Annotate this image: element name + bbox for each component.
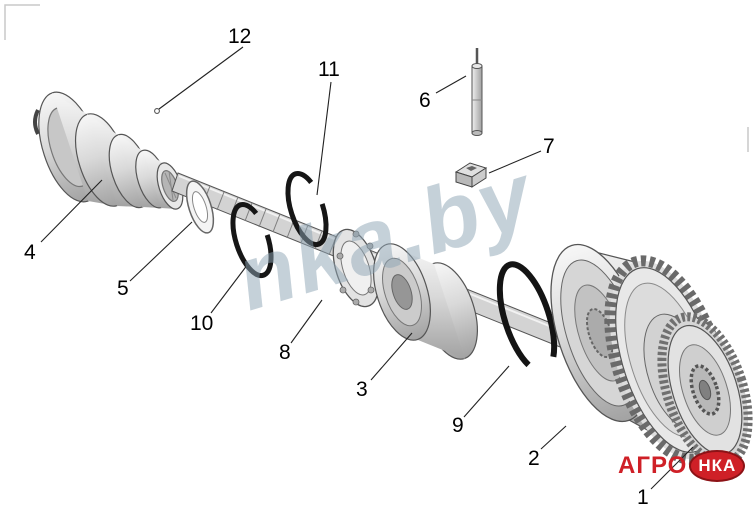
- leader-9: [463, 365, 510, 418]
- shaft-splines: [202, 185, 337, 256]
- part-label-1: 1: [637, 486, 649, 509]
- key-side-face: [471, 167, 487, 188]
- part-label-3: 3: [356, 378, 368, 401]
- part-label-9: 9: [452, 414, 464, 437]
- part-label-5: 5: [117, 277, 129, 300]
- part-7-key: [454, 162, 488, 188]
- leader-2: [540, 425, 567, 450]
- part-label-10: 10: [190, 312, 214, 335]
- part-5-washer: [185, 180, 215, 234]
- leader-12-target-dot: [154, 108, 160, 114]
- part-6-pin: [471, 48, 483, 136]
- part-4-coupling: [33, 91, 184, 210]
- leader-7: [488, 150, 542, 174]
- leader-4: [40, 179, 103, 243]
- part-label-4: 4: [24, 241, 36, 264]
- leader-11: [316, 81, 332, 196]
- washer-bore: [191, 191, 209, 223]
- leader-8: [290, 299, 323, 344]
- part-label-11: 11: [318, 58, 340, 81]
- leader-3: [370, 332, 413, 381]
- frame-corner-mark: [4, 4, 40, 40]
- sleeve-bore: [391, 274, 413, 310]
- part-label-7: 7: [543, 135, 555, 158]
- part-label-2: 2: [528, 447, 540, 470]
- part-11-snap-ring: [285, 170, 329, 248]
- key-slot: [466, 166, 477, 171]
- leader-lines: [40, 46, 694, 490]
- leader-10: [210, 263, 249, 314]
- leader-6: [435, 75, 467, 94]
- part-9-snap-ring: [496, 261, 558, 375]
- logo-oval-nka: НКА: [689, 450, 746, 482]
- part-3-sleeve: [373, 243, 478, 360]
- brand-logo: АГРО НКА: [618, 450, 746, 482]
- bearing-balls: [336, 230, 375, 306]
- leader-12: [158, 46, 244, 110]
- logo-text-agro: АГРО: [618, 452, 688, 479]
- leader-5: [129, 221, 193, 282]
- part-label-6: 6: [419, 89, 431, 112]
- coupling-notch: [33, 109, 40, 135]
- part-label-12: 12: [228, 25, 252, 48]
- frame-marks: [4, 4, 749, 152]
- part-label-8: 8: [279, 341, 291, 364]
- bearing-inner-race: [340, 240, 372, 296]
- part-10-snap-ring: [230, 201, 274, 279]
- part-1-gear-hub: [643, 312, 753, 468]
- gear-center-hole: [698, 379, 712, 401]
- leader-1: [650, 446, 694, 490]
